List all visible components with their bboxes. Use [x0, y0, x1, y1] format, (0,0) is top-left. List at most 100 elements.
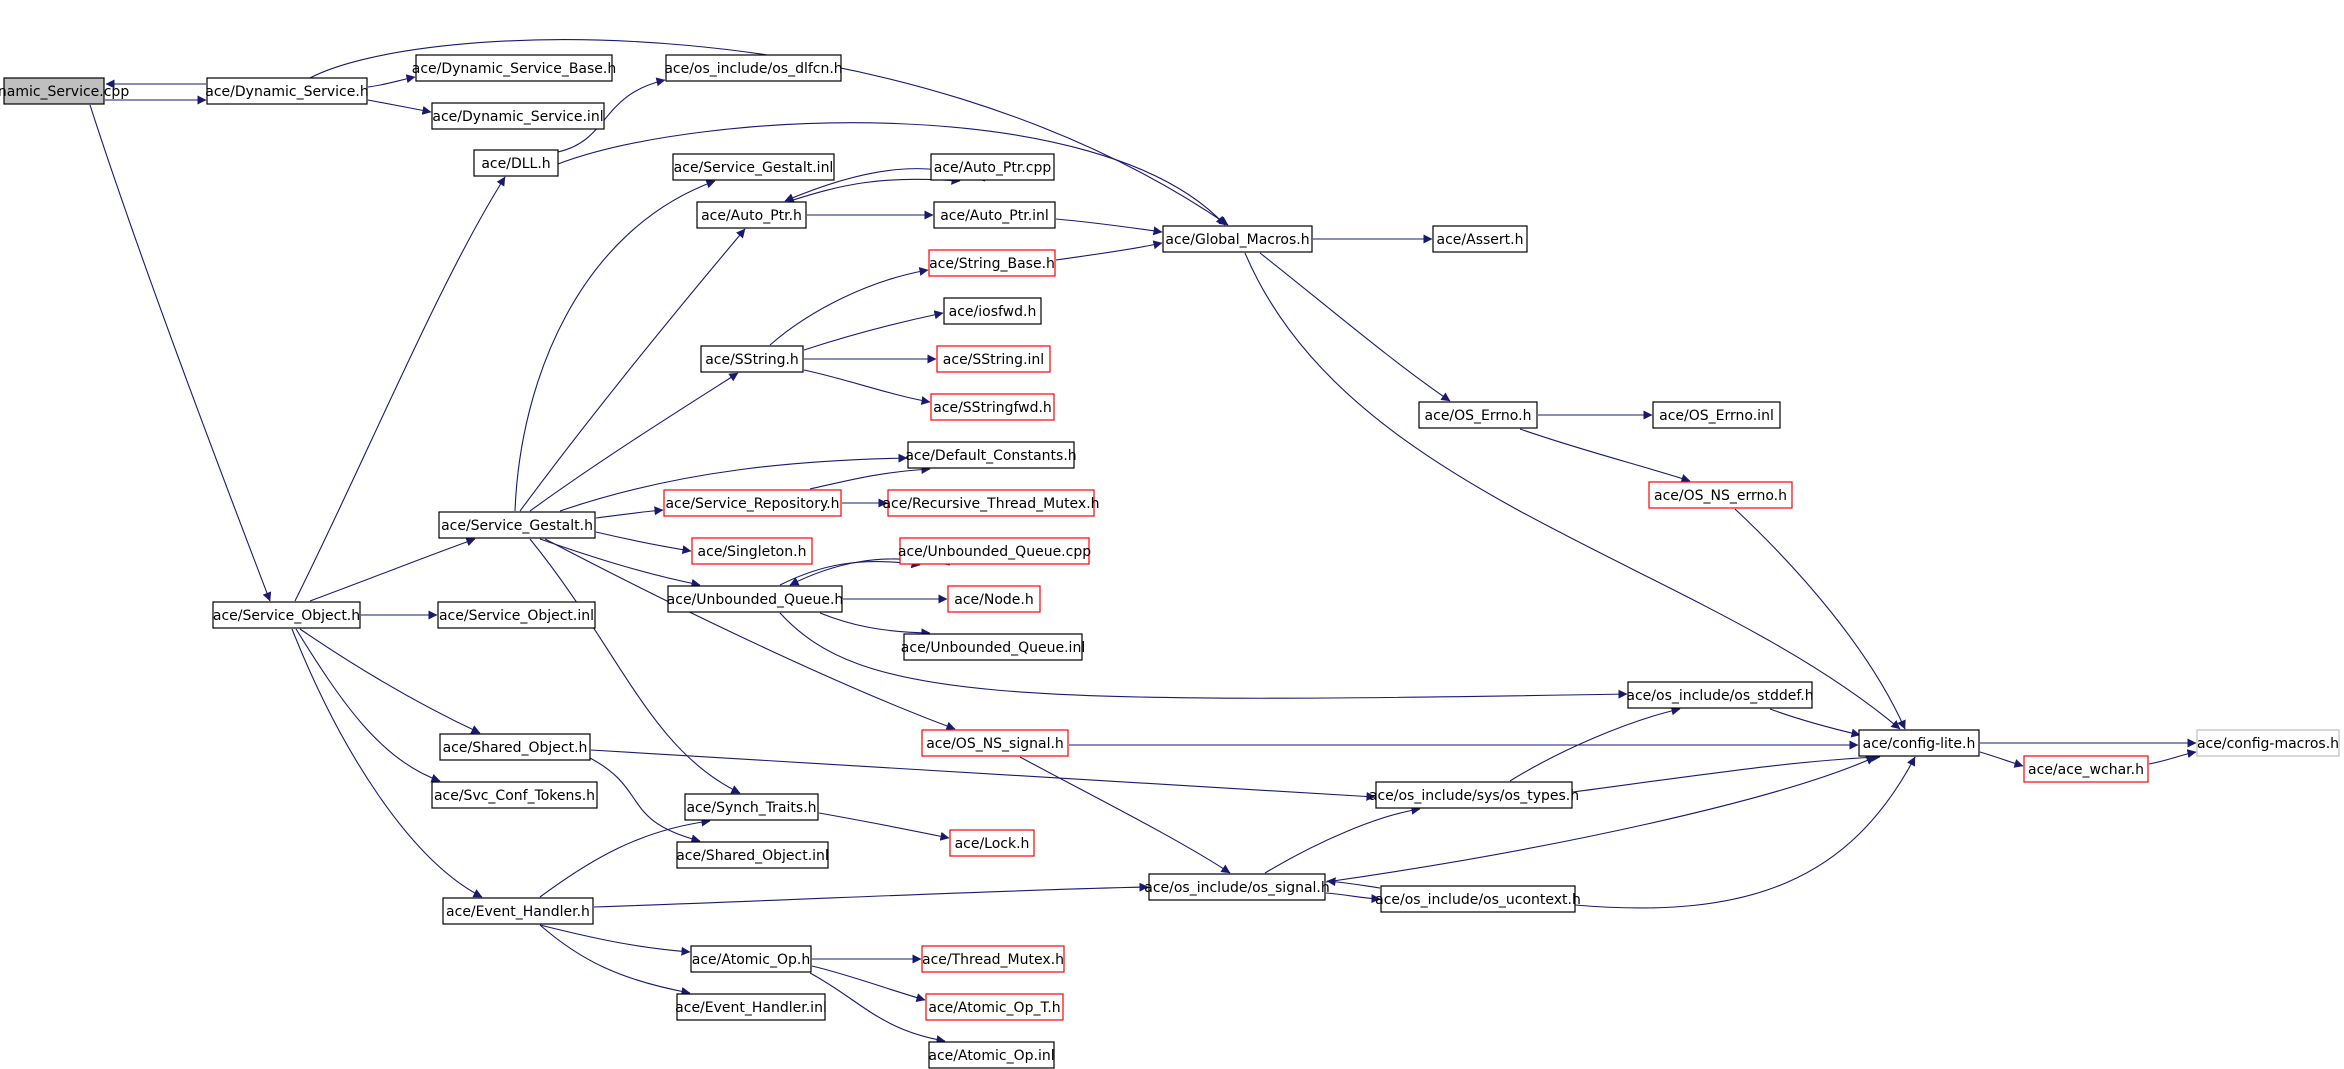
- node-n20[interactable]: ace/Service_Repository.h: [663, 489, 842, 517]
- node-box[interactable]: [700, 345, 804, 373]
- node-box[interactable]: [431, 102, 605, 130]
- node-n35[interactable]: ace/Shared_Object.h: [439, 733, 591, 761]
- node-n32[interactable]: ace/OS_NS_signal.h: [921, 729, 1069, 757]
- node-box[interactable]: [1148, 873, 1326, 901]
- node-box[interactable]: [943, 297, 1042, 325]
- node-n27[interactable]: ace/Node.h: [947, 585, 1041, 613]
- node-n43[interactable]: ace/os_include/os_ucontext.h: [1375, 885, 1581, 913]
- node-n18[interactable]: ace/OS_Errno.inl: [1652, 401, 1781, 429]
- node-box[interactable]: [930, 153, 1055, 181]
- node-n44[interactable]: ace/Event_Handler.h: [442, 897, 594, 925]
- node-n29[interactable]: ace/Service_Object.inl: [437, 601, 596, 629]
- node-box[interactable]: [665, 54, 842, 82]
- node-n40[interactable]: ace/Lock.h: [949, 829, 1035, 857]
- node-box[interactable]: [903, 633, 1083, 661]
- node-box[interactable]: [667, 585, 843, 613]
- node-box[interactable]: [1858, 729, 1980, 757]
- node-n16[interactable]: ace/SStringfwd.h: [930, 393, 1055, 421]
- node-box[interactable]: [663, 489, 842, 517]
- node-n34[interactable]: ace/config-macros.h: [2196, 729, 2340, 757]
- node-box[interactable]: [696, 201, 807, 229]
- node-n47[interactable]: ace/Atomic_Op_T.h: [925, 993, 1064, 1021]
- node-n45[interactable]: ace/Atomic_Op.h: [690, 945, 812, 973]
- node-n9[interactable]: ace/Auto_Ptr.inl: [933, 201, 1056, 229]
- node-box[interactable]: [3, 77, 105, 105]
- node-n28[interactable]: ace/Service_Object.h: [212, 601, 361, 629]
- node-n36[interactable]: ace/ace_wchar.h: [2023, 755, 2149, 783]
- node-n15[interactable]: ace/SString.inl: [936, 345, 1051, 373]
- node-box[interactable]: [439, 733, 591, 761]
- node-box[interactable]: [921, 945, 1065, 973]
- node-box[interactable]: [438, 511, 596, 539]
- node-n41[interactable]: ace/Shared_Object.inl: [676, 841, 829, 869]
- node-n10[interactable]: ace/Global_Macros.h: [1162, 225, 1313, 253]
- node-box[interactable]: [676, 993, 826, 1021]
- node-n12[interactable]: ace/String_Base.h: [928, 249, 1056, 277]
- node-n13[interactable]: ace/iosfwd.h: [943, 297, 1042, 325]
- node-n31[interactable]: ace/os_include/os_stddef.h: [1626, 681, 1814, 709]
- node-n6[interactable]: ace/Service_Gestalt.inl: [672, 153, 835, 181]
- node-n5[interactable]: ace/DLL.h: [473, 149, 559, 177]
- node-n7[interactable]: ace/Auto_Ptr.cpp: [930, 153, 1055, 181]
- node-n48[interactable]: ace/Event_Handler.inl: [675, 993, 827, 1021]
- node-n23[interactable]: ace/Service_Gestalt.h: [438, 511, 596, 539]
- node-box[interactable]: [925, 993, 1064, 1021]
- node-box[interactable]: [928, 1041, 1055, 1069]
- node-box[interactable]: [933, 201, 1056, 229]
- node-box[interactable]: [473, 149, 559, 177]
- node-box[interactable]: [442, 897, 594, 925]
- node-n0[interactable]: Dynamic_Service.cpp: [0, 77, 129, 105]
- node-box[interactable]: [1648, 481, 1793, 509]
- node-box[interactable]: [899, 537, 1090, 565]
- node-box[interactable]: [1627, 681, 1813, 709]
- node-n25[interactable]: ace/Unbounded_Queue.cpp: [898, 537, 1091, 565]
- node-n24[interactable]: ace/Singleton.h: [691, 537, 813, 565]
- node-box[interactable]: [2196, 729, 2340, 757]
- node-n38[interactable]: ace/Svc_Conf_Tokens.h: [431, 781, 598, 809]
- node-n39[interactable]: ace/Synch_Traits.h: [684, 793, 819, 821]
- node-box[interactable]: [437, 601, 596, 629]
- node-n33[interactable]: ace/config-lite.h: [1858, 729, 1980, 757]
- node-n17[interactable]: ace/OS_Errno.h: [1418, 401, 1538, 429]
- node-box[interactable]: [415, 54, 613, 82]
- node-box[interactable]: [936, 345, 1051, 373]
- node-box[interactable]: [431, 781, 598, 809]
- node-n46[interactable]: ace/Thread_Mutex.h: [921, 945, 1065, 973]
- node-n8[interactable]: ace/Auto_Ptr.h: [696, 201, 807, 229]
- node-box[interactable]: [947, 585, 1041, 613]
- node-box[interactable]: [672, 153, 835, 181]
- node-n1[interactable]: ace/Dynamic_Service.h: [205, 77, 369, 105]
- node-n22[interactable]: ace/OS_NS_errno.h: [1648, 481, 1793, 509]
- node-box[interactable]: [684, 793, 819, 821]
- node-box[interactable]: [676, 841, 829, 869]
- node-n4[interactable]: ace/os_include/os_dlfcn.h: [664, 54, 843, 82]
- node-box[interactable]: [921, 729, 1069, 757]
- node-box[interactable]: [690, 945, 812, 973]
- node-box[interactable]: [1418, 401, 1538, 429]
- node-n2[interactable]: ace/Dynamic_Service_Base.h: [412, 54, 617, 82]
- node-box[interactable]: [1432, 225, 1528, 253]
- node-box[interactable]: [949, 829, 1035, 857]
- node-box[interactable]: [1162, 225, 1313, 253]
- node-box[interactable]: [691, 537, 813, 565]
- node-box[interactable]: [887, 489, 1095, 517]
- node-box[interactable]: [1652, 401, 1781, 429]
- node-n30[interactable]: ace/Unbounded_Queue.inl: [901, 633, 1085, 661]
- node-n26[interactable]: ace/Unbounded_Queue.h: [667, 585, 844, 613]
- node-box[interactable]: [928, 249, 1056, 277]
- node-box[interactable]: [907, 441, 1075, 469]
- node-n3[interactable]: ace/Dynamic_Service.inl: [431, 102, 605, 130]
- node-n11[interactable]: ace/Assert.h: [1432, 225, 1528, 253]
- node-n19[interactable]: ace/Default_Constants.h: [905, 441, 1077, 469]
- node-n14[interactable]: ace/SString.h: [700, 345, 804, 373]
- node-box[interactable]: [1375, 781, 1573, 809]
- node-box[interactable]: [206, 77, 368, 105]
- node-n42[interactable]: ace/os_include/os_signal.h: [1144, 873, 1330, 901]
- node-box[interactable]: [2023, 755, 2149, 783]
- node-box[interactable]: [930, 393, 1055, 421]
- node-n21[interactable]: ace/Recursive_Thread_Mutex.h: [882, 489, 1100, 517]
- node-box[interactable]: [212, 601, 361, 629]
- node-n49[interactable]: ace/Atomic_Op.inl: [928, 1041, 1055, 1069]
- node-box[interactable]: [1380, 885, 1576, 913]
- node-n37[interactable]: ace/os_include/sys/os_types.h: [1369, 781, 1579, 809]
